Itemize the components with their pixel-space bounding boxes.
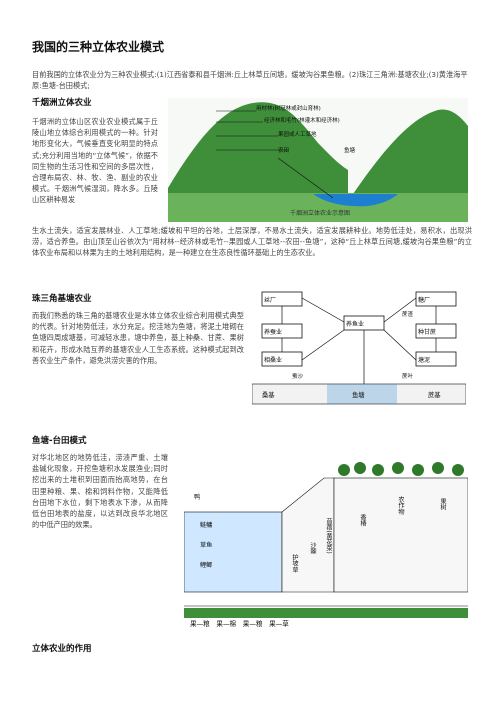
- section-heading-taitian: 鱼塘-台田模式: [32, 436, 87, 446]
- jitang-paragraph: 而我们熟悉的珠三角的基塘农业是水体立体农业综合利用模式典型的代表。针对地势低洼，…: [32, 311, 244, 365]
- fig3-label-alfalfa: 苜蓿(黄花菜): [325, 518, 332, 554]
- fig3-label-slope-grass: 护坡草: [291, 554, 298, 573]
- fig2-box-silk-factory: 丝厂: [264, 297, 277, 304]
- fig3-label-crops: 农作物: [397, 496, 404, 515]
- fig1-label-pond: 鱼塘: [344, 148, 356, 154]
- page-title: 我国的三种立体农业模式: [32, 40, 165, 54]
- jitang-figure: 丝厂 糖厂 养蚕业 养鱼业 种甘蔗 相桑业 塘泥 蚕沙 蔗叶 蔗渣 桑基 鱼塘 …: [252, 286, 466, 408]
- qianyanzhou-paragraph-left: 千烟洲的立体山区农业农业模式属于丘陵山地立体综合利用模式的一种。针对地形变化大，…: [32, 117, 158, 205]
- fig2-box-sugarcane: 种甘蔗: [418, 329, 437, 336]
- qianyanzhou-paragraph-full: 生水土流失，适宜发展林业、人工草地;缓坡和平坦的谷地，土层深厚，不易水土流失，适…: [32, 226, 472, 258]
- intro-paragraph: 目前我国的立体农业分为三种农业模式:(1)江西省泰和县千烟洲:丘上林草丘间塘，缓…: [32, 70, 468, 90]
- fig2-label-leaves: 蔗叶: [402, 374, 414, 380]
- fig1-label-farmland: 农田: [278, 148, 290, 154]
- fig3-label-grass-carp: 草鱼: [200, 542, 213, 549]
- fig2-label-bagasse: 蔗渣: [402, 312, 414, 318]
- fig1-caption: 千烟洲立体农业示意图: [290, 210, 351, 217]
- fig3-label-seabuckthorn: 沙棘: [309, 542, 316, 555]
- fig2-box-sugar-factory: 糖厂: [418, 297, 431, 304]
- section-heading-jitang: 珠三角基塘农业: [32, 294, 92, 304]
- taitian-figure: 鸭 鲢鳙 草鱼 鲤鲫 护坡草 沙棘 苜蓿(黄花菜) 香椿 农作物 果树 果—粮 …: [184, 430, 468, 630]
- fig3-label-silver-carp: 鲢鳙: [200, 522, 213, 529]
- qianyanzhou-figure: 用材林(树冠林或封山育林) 经济林和毛竹(林灌木和经济林) 果园或人工草地 农田…: [168, 98, 468, 222]
- fig1-label-econ: 经济林和毛竹(林灌木和经济林): [264, 118, 340, 124]
- fig2-label-silkworm-sand-1: 蚕沙: [292, 374, 304, 380]
- fig2-bottom-fish-pond: 鱼塘: [352, 392, 365, 399]
- section-heading-qianyanzhou: 千烟洲立体农业: [32, 98, 92, 108]
- fig1-label-orchard: 果园或人工草地: [278, 132, 317, 138]
- fig3-label-toona: 香椿: [359, 514, 366, 527]
- fig2-box-silkworm: 养蚕业: [264, 329, 283, 336]
- fig2-box-mud: 塘泥: [418, 357, 431, 364]
- taitian-paragraph: 对华北地区的地势低洼，涝渍严重、土壤盐碱化现象，开挖鱼塘积水发展渔业;同时挖出来…: [32, 453, 168, 530]
- fig3-label-fruit-trees: 果树: [439, 498, 446, 511]
- fig3-label-carp: 鲤鲫: [200, 562, 213, 569]
- fig2-bottom-mulberry-dike: 桑基: [262, 392, 275, 399]
- fig3-bottom-strip: 果—粮 果—棉 果—粮 果—草: [190, 620, 289, 628]
- fig3-label-duck: 鸭: [194, 494, 201, 501]
- fig2-bottom-sugarcane-dike: 蔗基: [428, 392, 441, 399]
- fig1-label-timber: 用材林(树冠林或封山育林): [256, 106, 321, 112]
- section-heading-effect: 立体农业的作用: [32, 644, 92, 654]
- fig2-box-fish: 养鱼业: [346, 321, 365, 328]
- fig2-box-mulberry: 相桑业: [264, 357, 283, 364]
